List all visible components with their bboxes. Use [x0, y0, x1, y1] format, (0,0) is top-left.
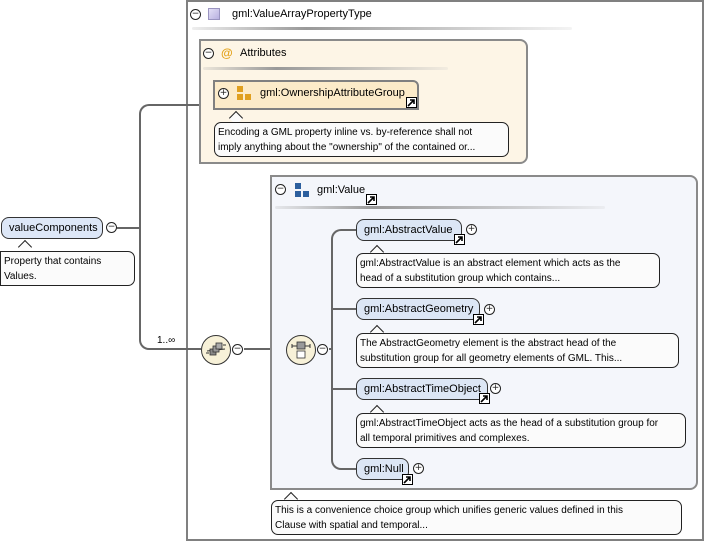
element-expand-toggle[interactable]: +	[413, 463, 424, 474]
at-sign-icon: @	[221, 46, 233, 60]
doc-line: Property that contains	[4, 256, 102, 267]
root-documentation: Property that contains Values.	[0, 251, 135, 286]
open-link-icon[interactable]	[479, 393, 490, 404]
connector	[139, 334, 153, 350]
connector	[139, 116, 141, 336]
attributes-separator	[203, 67, 448, 70]
open-link-icon[interactable]	[366, 194, 377, 205]
connector	[331, 308, 357, 310]
doc-line: substitution group for all geometry elem…	[360, 353, 623, 364]
element-name: gml:AbstractGeometry	[364, 303, 474, 315]
connector	[331, 229, 345, 243]
connector	[331, 388, 357, 390]
complex-type-icon	[208, 8, 220, 20]
element-name: gml:AbstractTimeObject	[364, 383, 481, 395]
element-null[interactable]: gml:Null	[356, 458, 409, 480]
connector	[342, 468, 357, 470]
connector	[331, 241, 333, 458]
element-expand-toggle[interactable]: +	[484, 304, 495, 315]
open-link-icon[interactable]	[406, 97, 417, 108]
group-icon	[295, 183, 309, 197]
element-valueComponents[interactable]: valueComponents	[1, 217, 103, 239]
element-documentation: gml:AbstractValue is an abstract element…	[356, 253, 660, 288]
element-name: gml:AbstractValue	[364, 224, 453, 236]
choice-compositor[interactable]	[286, 335, 316, 365]
doc-line: head of a substitution group which conta…	[360, 273, 561, 284]
element-name: gml:Null	[364, 463, 404, 475]
sequence-collapse-toggle[interactable]: −	[232, 344, 243, 355]
doc-line: gml:AbstractValue is an abstract element…	[360, 258, 621, 269]
connector	[150, 348, 201, 350]
value-group-separator	[275, 206, 605, 209]
connector	[331, 454, 345, 470]
connector	[150, 104, 200, 106]
cardinality-label: 1..∞	[157, 335, 176, 346]
element-abstract-value[interactable]: gml:AbstractValue	[356, 219, 462, 241]
doc-line: Clause with spatial and temporal...	[275, 520, 428, 531]
connector	[342, 229, 357, 231]
attributes-collapse-toggle[interactable]: −	[203, 48, 214, 59]
doc-line: all temporal primitives and complexes.	[360, 433, 530, 444]
element-abstract-geometry[interactable]: gml:AbstractGeometry	[356, 298, 480, 320]
element-abstract-time-object[interactable]: gml:AbstractTimeObject	[356, 378, 488, 400]
open-link-icon[interactable]	[402, 474, 413, 485]
connector	[244, 348, 286, 350]
sequence-icon	[206, 342, 226, 356]
connector	[139, 104, 153, 118]
sequence-compositor[interactable]	[201, 335, 231, 365]
attributes-title: Attributes	[240, 47, 287, 59]
value-group-collapse-toggle[interactable]: −	[275, 184, 286, 195]
attribute-group-expand-toggle[interactable]: +	[218, 88, 229, 99]
element-name: valueComponents	[9, 222, 98, 234]
connector	[117, 227, 141, 229]
doc-line: imply anything about the "ownership" of …	[218, 142, 476, 153]
doc-line: This is a convenience choice group which…	[275, 505, 623, 516]
attribute-group-icon	[237, 86, 251, 100]
header-separator	[192, 27, 572, 30]
doc-line: gml:AbstractTimeObject acts as the head …	[360, 418, 659, 429]
attribute-group-documentation: Encoding a GML property inline vs. by-re…	[214, 122, 509, 157]
element-expand-toggle[interactable]: +	[466, 224, 477, 235]
doc-line: Encoding a GML property inline vs. by-re…	[218, 127, 473, 138]
root-collapse-toggle[interactable]: −	[106, 222, 117, 233]
value-group-name: gml:Value	[317, 184, 366, 196]
element-documentation: gml:AbstractTimeObject acts as the head …	[356, 413, 686, 448]
complex-type-name: gml:ValueArrayPropertyType	[232, 8, 372, 20]
doc-line: The AbstractGeometry element is the abst…	[360, 338, 617, 349]
open-link-icon[interactable]	[454, 234, 465, 245]
doc-line: Values.	[4, 271, 37, 282]
element-expand-toggle[interactable]: +	[490, 383, 501, 394]
value-group-documentation: This is a convenience choice group which…	[271, 500, 682, 535]
element-documentation: The AbstractGeometry element is the abst…	[356, 333, 679, 368]
choice-icon	[291, 341, 311, 359]
attribute-group-name: gml:OwnershipAttributeGroup	[260, 87, 405, 99]
complex-type-collapse-toggle[interactable]: −	[190, 9, 201, 20]
choice-collapse-toggle[interactable]: −	[317, 344, 328, 355]
open-link-icon[interactable]	[473, 314, 484, 325]
